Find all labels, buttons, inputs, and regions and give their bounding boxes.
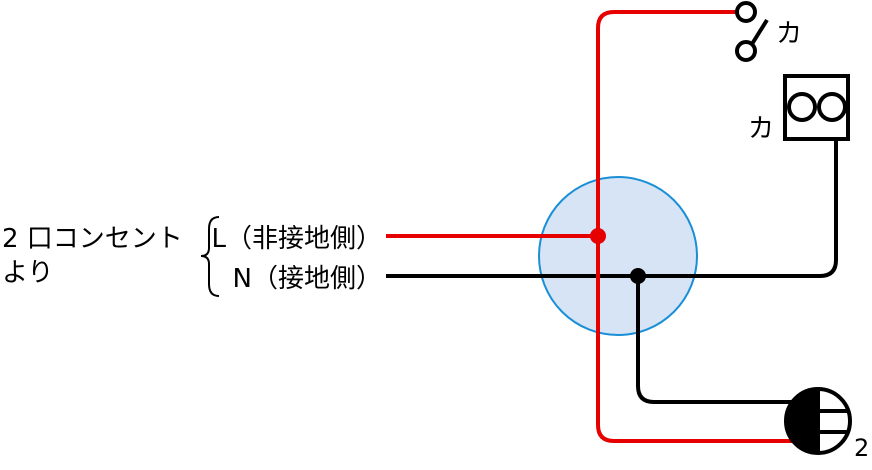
live-connection-dot [590, 228, 606, 244]
light-label: 2 [854, 434, 869, 462]
light-filled-half [786, 389, 818, 453]
brace [200, 216, 220, 297]
neutral-wire-to-outlet [638, 140, 838, 278]
neutral-wire-label: N（接地側） [233, 264, 382, 294]
source-label-line2: より [2, 258, 53, 288]
outlet-label: カ [748, 114, 774, 144]
outlet-symbol [783, 74, 850, 141]
switch-label: カ [776, 19, 802, 49]
switch-terminal-top [735, 1, 757, 23]
light-fixture-symbol [784, 387, 852, 455]
neutral-wire-to-light [636, 276, 800, 404]
junction-box [538, 176, 698, 336]
switch-terminal-bottom [735, 40, 757, 62]
switch-lever [750, 18, 769, 46]
live-wire-switch-loop [596, 10, 800, 443]
source-label-line1: 2 口コンセント [2, 224, 183, 254]
outlet-socket-right [817, 92, 847, 122]
live-wire-label: L（非接地側） [212, 224, 383, 254]
outlet-socket-left [787, 92, 817, 122]
neutral-connection-dot [630, 268, 646, 284]
switch-symbol [735, 1, 769, 62]
